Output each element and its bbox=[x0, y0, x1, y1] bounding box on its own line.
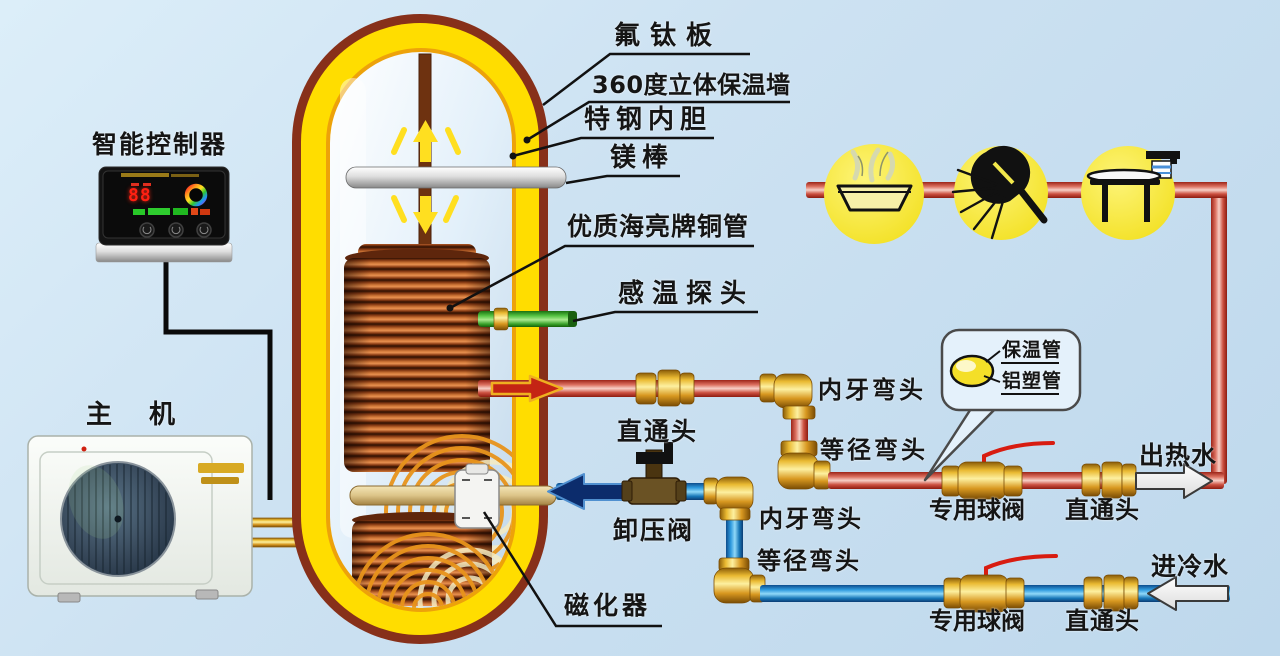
label-temperature-probe: 感温探头 bbox=[618, 279, 755, 309]
magnetizer-device bbox=[454, 463, 500, 529]
convection-arrows bbox=[413, 120, 438, 234]
inner-thread-elbow-hot bbox=[759, 373, 816, 420]
label-hot-water-out: 出热水 bbox=[1139, 441, 1218, 470]
temperature-probe-pipe bbox=[478, 307, 577, 331]
label-magnesium-rod: 镁棒 bbox=[610, 143, 675, 173]
label-insulation-pipe: 保温管 bbox=[1002, 339, 1063, 361]
heat-pump-unit bbox=[27, 435, 253, 603]
label-coupler-cold: 直通头 bbox=[1065, 607, 1140, 635]
main-unit-label: 主 机 bbox=[86, 400, 190, 430]
label-elbow-inner-cold: 内牙弯头 bbox=[759, 505, 863, 533]
ball-valve-hot[interactable] bbox=[941, 441, 1055, 500]
controller-indicators bbox=[133, 208, 210, 215]
equal-elbow-cold bbox=[713, 557, 766, 604]
insulated-pipe-callout bbox=[923, 328, 1082, 482]
smart-controller bbox=[95, 166, 233, 263]
controller-cable bbox=[163, 260, 273, 500]
shower-icon bbox=[951, 145, 1048, 240]
controller-buttons[interactable] bbox=[139, 222, 212, 238]
label-ball-valve-hot: 专用球阀 bbox=[929, 496, 1025, 524]
cold-supply-pipe bbox=[760, 554, 1230, 613]
inner-thread-elbow-cold bbox=[703, 476, 754, 521]
brand-logo bbox=[198, 463, 244, 484]
controller-dial bbox=[184, 183, 208, 207]
label-coupler-mid: 直通头 bbox=[617, 417, 699, 446]
hot-flow-arrow bbox=[490, 374, 564, 403]
inlet-rod bbox=[349, 485, 557, 506]
leader-lines bbox=[449, 52, 790, 628]
label-elbow-inner-hot: 内牙弯头 bbox=[818, 376, 926, 404]
usage-point-table bbox=[1081, 146, 1180, 240]
label-alu-plastic-pipe: 铝塑管 bbox=[1002, 370, 1063, 392]
label-magnetizer: 磁化器 bbox=[564, 591, 652, 620]
wash-table-icon bbox=[1086, 151, 1180, 222]
equal-elbow-hot bbox=[777, 440, 831, 490]
straight-coupler-mid bbox=[635, 369, 695, 407]
upper-copper-coil bbox=[344, 244, 490, 472]
cold-inlet-assembly bbox=[349, 442, 766, 604]
hot-outlet-pipe bbox=[478, 369, 831, 490]
label-copper-coil: 优质海亮牌铜管 bbox=[567, 212, 750, 241]
hot-out-arrow bbox=[1135, 463, 1213, 499]
controller-title: 智能控制器 bbox=[92, 130, 228, 159]
label-elbow-equal-cold: 等径弯头 bbox=[757, 547, 861, 575]
label-cold-water-in: 进冷水 bbox=[1151, 552, 1230, 581]
ball-valve-cold[interactable] bbox=[943, 554, 1058, 613]
usage-point-basin bbox=[824, 144, 924, 244]
label-ball-valve-cold: 专用球阀 bbox=[929, 607, 1025, 635]
label-inner-liner: 特钢内胆 bbox=[584, 105, 713, 135]
relief-valve[interactable] bbox=[621, 442, 687, 505]
label-relief-valve: 卸压阀 bbox=[613, 516, 695, 545]
cold-in-arrow bbox=[1147, 576, 1229, 611]
label-outer-plate: 氟钛板 bbox=[614, 21, 723, 51]
controller-display: 88 bbox=[128, 185, 152, 206]
heat-waves-lower bbox=[352, 532, 512, 608]
magnesium-rod bbox=[345, 166, 567, 189]
leader-dots bbox=[446, 136, 531, 312]
straight-coupler-cold bbox=[1083, 574, 1139, 612]
label-insulation-wall: 360度立体保温墙 bbox=[592, 71, 791, 99]
label-elbow-equal-hot: 等径弯头 bbox=[820, 436, 928, 464]
heat-sparks bbox=[391, 127, 461, 223]
usage-point-shower bbox=[951, 145, 1048, 240]
steaming-basin-icon bbox=[836, 147, 913, 212]
cold-flow-arrow bbox=[547, 473, 633, 510]
straight-coupler-hot bbox=[1081, 461, 1137, 499]
label-coupler-hot: 直通头 bbox=[1065, 496, 1140, 524]
